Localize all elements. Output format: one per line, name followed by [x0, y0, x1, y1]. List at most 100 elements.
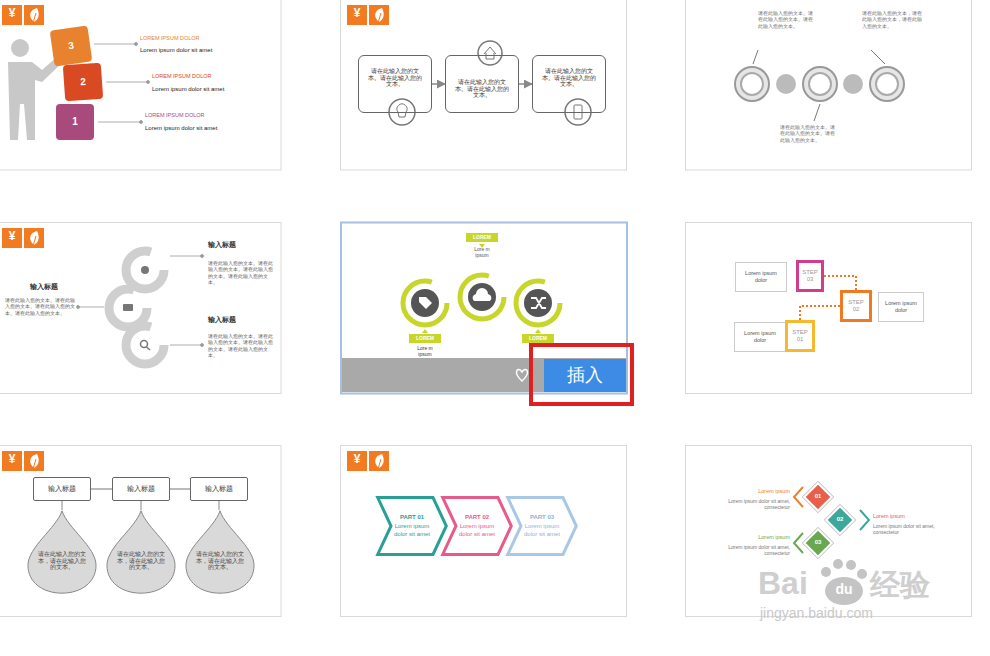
tag-label: LOREM [409, 334, 441, 343]
node-text: 输入标题 [48, 485, 76, 494]
section-title: 输入标题 [30, 283, 80, 292]
node-text: 输入标题 [205, 485, 233, 494]
template-card [686, 223, 972, 394]
section-body: 请在此输入您的文本。请在此输入您的文本。请在此输入您的文本。请在此输入您的文本。 [5, 297, 75, 316]
node-body: Lorem ipsum dolor sit amet [393, 523, 431, 538]
item-heading: Lorem ipsum [722, 488, 790, 495]
template-card [0, 0, 281, 170]
teardrop-shape: 请在此输入您的文本，请在此输入您的文本。 [104, 510, 178, 594]
node-text: 插入 [567, 364, 603, 387]
chevron-shape: PART 02Lorem ipsum dolor sit amet [442, 497, 512, 555]
process-box: 请在此输入您的文本。请在此输入您的文本。 [445, 55, 519, 113]
section-body: 请在此输入您的文本。请在此输入您的文本。请在此输入您的文本。请在此输入您的文本。 [208, 333, 276, 358]
step-box: STEP 03 [796, 260, 824, 292]
tag-text: Lore m ipsum [474, 246, 490, 259]
cycle-arc [109, 251, 164, 364]
stack-block: 2 [63, 63, 103, 102]
highlight-frame [531, 345, 632, 404]
watermark-paw [821, 559, 867, 605]
tag-text: Lore m ipsum [417, 345, 433, 358]
leader-line [77, 255, 204, 347]
template-card [341, 446, 627, 617]
item-text: Lorem ipsum dolor sit amet [152, 86, 272, 94]
number-diamond: 02 [826, 506, 854, 534]
text-box: Lorem ipsum dolor [734, 322, 786, 352]
process-box: 请在此输入您的文本。请在此输入您的文本。 [532, 55, 606, 113]
teardrop-shape: 请在此输入您的文本，请在此输入您的文本。 [25, 510, 99, 594]
node-text: Lorem ipsum dolor [883, 300, 919, 314]
node-text: 输入标题 [127, 485, 155, 494]
node-text: PART 01 [400, 514, 424, 522]
node-text: LOREM [529, 335, 547, 341]
item-heading: Lorem ipsum [873, 513, 937, 520]
node-text: 01 [815, 493, 822, 501]
item-text: Lorem ipsum dolor sit amet, consectetur [873, 523, 937, 536]
node-text: 3 [67, 39, 74, 52]
chevron-shape: PART 01Lorem ipsum dolor sit amet [377, 497, 447, 555]
teardrop-shape: 请在此输入您的文本，请在此输入您的文本。 [183, 510, 257, 594]
connector [432, 83, 445, 85]
tag-label: LOREM [522, 334, 554, 343]
node-text: STEP 02 [845, 299, 867, 314]
badge-icon [347, 451, 389, 471]
price-badge: ¥ [2, 230, 22, 243]
leader-line [94, 43, 150, 124]
watermark-text: 经验 [870, 568, 950, 601]
cycle-icon [123, 266, 150, 350]
stack-block: 3 [50, 26, 93, 67]
item-heading: LOREM IPSUM DOLOR [152, 73, 252, 80]
leader-line [753, 50, 885, 121]
chevron-shape: PART 03Lorem ipsum dolor sit amet [507, 497, 577, 555]
item-heading: LOREM IPSUM DOLOR [140, 35, 240, 42]
node-text: 请在此输入您的文本。请在此输入您的文本。 [541, 68, 597, 89]
heart-icon [517, 370, 528, 381]
template-card [341, 0, 627, 170]
title-box: 输入标题 [33, 477, 91, 501]
text-box: Lorem ipsum dolor [878, 292, 924, 322]
hover-bar [342, 358, 626, 392]
node-text: 请在此输入您的文本，请在此输入您的文本。 [37, 551, 87, 572]
node-text: LOREM [416, 335, 434, 341]
node-text: Lorem ipsum dolor [739, 330, 781, 344]
node-text: STEP 01 [790, 329, 810, 344]
connector [141, 501, 142, 510]
tag-label: LOREM [466, 233, 498, 242]
number-diamond: 03 [804, 529, 832, 557]
badge-icon [347, 5, 389, 25]
callout-text: 请在此输入您的文本。请在此输入您的文本。请在此输入您的文本。 [758, 10, 816, 29]
title-box: 输入标题 [190, 477, 248, 501]
callout-text: 请在此输入您的文本，请在此输入您的文本，请在此输入您的文本。 [862, 10, 924, 29]
node-text: 2 [80, 76, 86, 89]
node-body: Lorem ipsum dolor sit amet [523, 523, 561, 538]
item-text: Lorem ipsum dolor sit amet [145, 125, 265, 133]
callout-text: 请在此输入您的文本。请在此输入您的文本。请在此输入您的文本。 [780, 124, 838, 143]
watermark-text: Bai [758, 566, 822, 601]
item-heading: Lorem ipsum [722, 534, 790, 541]
connector [170, 489, 190, 490]
item-heading: LOREM IPSUM DOLOR [145, 112, 245, 119]
node-text: PART 03 [530, 514, 554, 522]
template-card [686, 0, 972, 170]
hovered-card [341, 223, 627, 394]
node-text: 请在此输入您的文本，请在此输入您的文本。 [116, 551, 166, 572]
item-text: Lorem ipsum dolor sit amet [140, 47, 260, 55]
node-text: STEP 03 [801, 269, 819, 284]
green-ring [403, 244, 560, 333]
step-box: STEP 01 [785, 320, 815, 352]
connector [62, 501, 63, 510]
ring-circle [735, 67, 904, 101]
node-text: Lorem ipsum dolor [740, 270, 782, 284]
node-text: 1 [72, 116, 78, 129]
section-title: 输入标题 [208, 316, 258, 325]
text-box: Lorem ipsum dolor [735, 262, 787, 292]
insert-button: 插入 [544, 359, 626, 392]
badge-icon [2, 228, 44, 248]
section-body: 请在此输入您的文本。请在此输入您的文本。请在此输入您的文本。请在此输入您的文本。 [208, 260, 276, 285]
connector [219, 501, 220, 510]
step-box: STEP 02 [840, 290, 872, 322]
price-badge: ¥ [347, 7, 367, 20]
title-box: 输入标题 [112, 477, 170, 501]
node-text: 请在此输入您的文本。请在此输入您的文本。 [454, 79, 510, 100]
process-box: 请在此输入您的文本。请在此输入您的文本。 [358, 55, 432, 113]
connector [800, 306, 840, 320]
